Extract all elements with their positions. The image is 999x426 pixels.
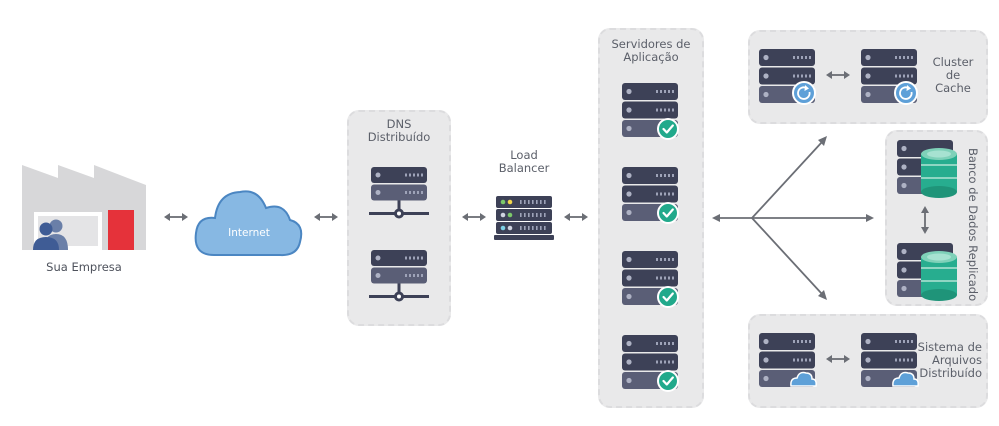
app-server-2 [622,167,680,225]
app-server-3 [622,251,680,309]
file-server-2 [861,333,919,387]
file-system-label: Sistema de Arquivos Distribuído [914,341,982,380]
database-icon [897,140,957,198]
cloud-icon [194,190,303,257]
cache-label-line2: de [945,68,961,82]
dns-label-line2: Distribuído [367,130,431,144]
cache-cluster-label: Cluster de Cache [922,56,984,95]
database-label: Banco de Dados Replicado [966,148,980,302]
dns-server-icon [369,167,429,219]
app-server-1 [622,83,680,141]
dns-label-line1: DNS [386,117,412,131]
app-servers-label: Servidores de Aplicação [598,38,704,64]
fs-label-line2: Arquivos [931,353,982,367]
database-icon [897,243,957,301]
dns-label: DNS Distribuído [347,118,451,144]
lb-app-arrow [563,212,589,222]
dns-lb-arrow [461,212,487,222]
lb-label-line2: Balancer [498,161,550,175]
check-badge-icon [656,117,680,141]
cache-label-line1: Cluster [932,55,974,69]
factory-icon [22,165,146,250]
cache-label-line3: Cache [935,81,971,95]
file-server-1 [759,333,817,387]
company-internet-arrow [163,212,189,222]
internet-dns-arrow [313,212,339,222]
check-badge-icon [656,285,680,309]
app-label-line1: Servidores de [611,37,691,51]
cache-server-2 [861,49,918,105]
cache-server-1 [759,49,816,105]
fs-sync-arrow [825,354,851,364]
refresh-badge-icon [894,81,918,105]
load-balancer-label: Load Balancer [494,149,554,175]
cache-sync-arrow [825,70,851,80]
load-balancer-icon [494,196,554,240]
fanout-arrows [712,136,874,300]
dns-server-icon [369,250,429,302]
app-server-4 [622,335,680,393]
refresh-badge-icon [792,81,816,105]
app-label-line2: Aplicação [623,50,679,64]
fs-label-line3: Distribuído [919,366,982,380]
db-replication-arrow [921,206,929,234]
fs-label-line1: Sistema de [917,340,982,354]
lb-label-line1: Load [510,148,538,162]
people-icon [33,219,68,250]
check-badge-icon [656,201,680,225]
check-badge-icon [656,369,680,393]
internet-label: Internet [228,227,270,239]
company-label: Sua Empresa [46,260,122,274]
